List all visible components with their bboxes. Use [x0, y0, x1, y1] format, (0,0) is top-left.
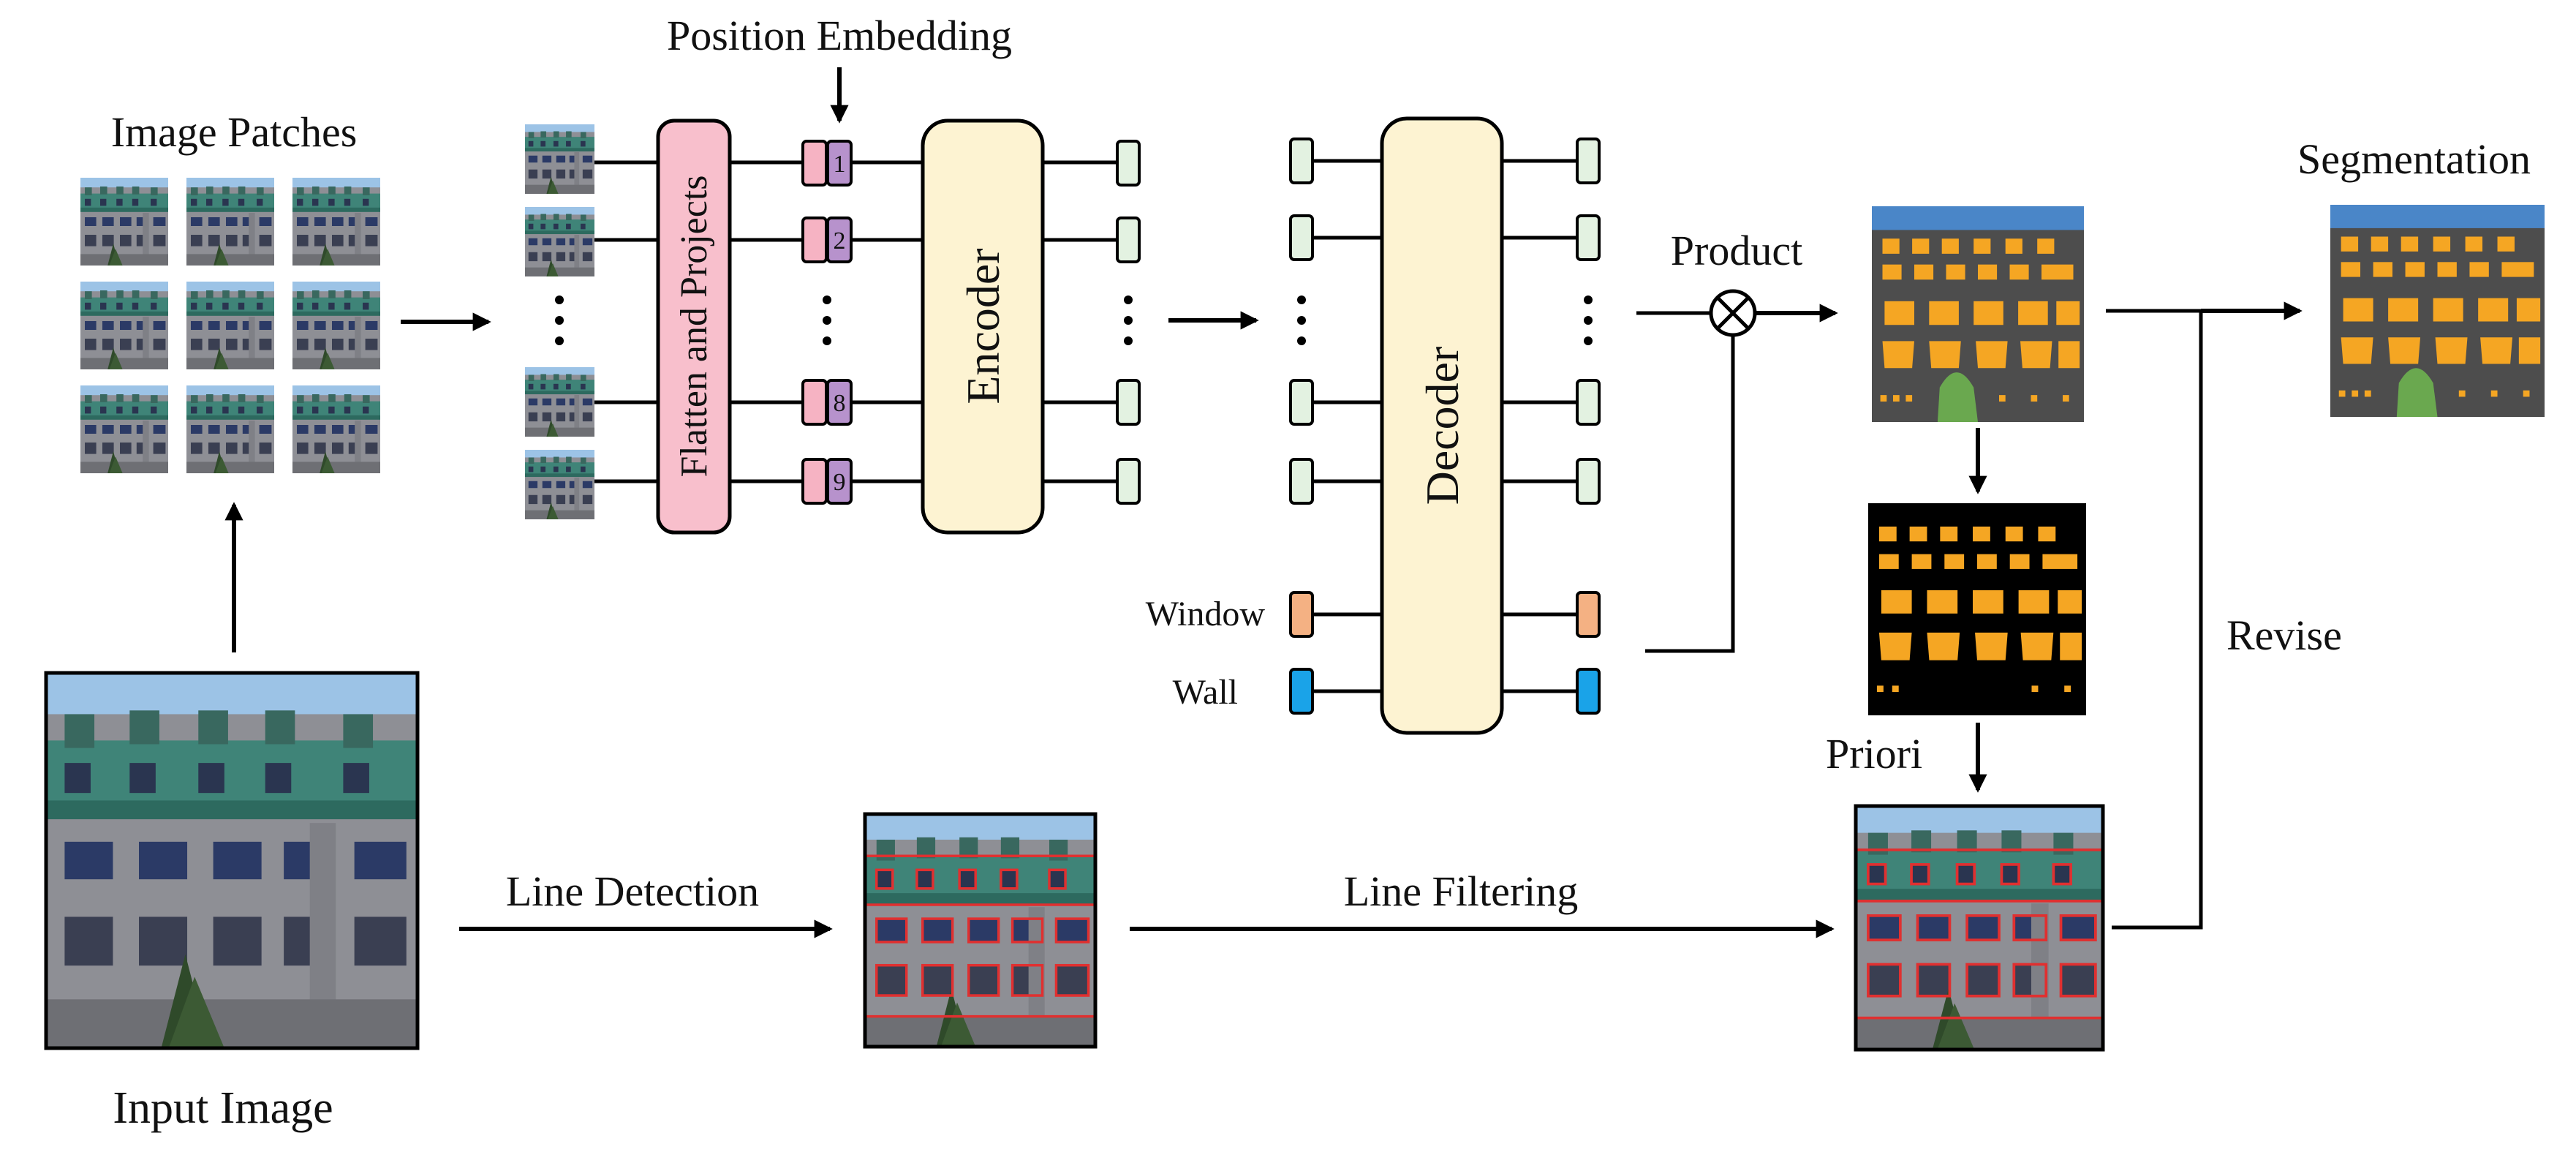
window-output-token	[1576, 591, 1601, 638]
input-image	[44, 671, 420, 1050]
position-index: 9	[834, 469, 846, 496]
line-detection-image	[863, 812, 1098, 1049]
position-token-2: 2	[801, 217, 853, 263]
position-index: 2	[834, 227, 846, 255]
position-embedding-label: Position Embedding	[667, 12, 1012, 59]
encoder-output-tokens	[1116, 140, 1141, 505]
final-segmentation-image	[2330, 205, 2545, 417]
decoder-block	[1380, 116, 1504, 735]
position-index: 1	[834, 151, 846, 178]
decoder-output-tokens	[1576, 138, 1601, 505]
line-detection-label: Line Detection	[506, 867, 759, 915]
line-filtering-label: Line Filtering	[1344, 867, 1579, 915]
position-token-8: 8	[801, 379, 853, 426]
wall-class-token	[1289, 668, 1314, 715]
revise-label: Revise	[2226, 611, 2342, 659]
priori-label: Priori	[1826, 730, 1922, 778]
position-token-1: 1	[801, 140, 853, 187]
window-mask-image	[1868, 503, 2086, 715]
ellipsis-icon	[1297, 295, 1306, 345]
position-token-9: 9	[801, 458, 853, 505]
ellipsis-icon	[1584, 295, 1593, 345]
product-label: Product	[1671, 227, 1802, 274]
revise-line	[2112, 311, 2203, 930]
window-label: Window	[1146, 595, 1266, 633]
flatten-projects-block	[656, 118, 732, 535]
encoder-block	[921, 118, 1045, 535]
input-image-label: Input Image	[113, 1083, 333, 1133]
filtered-lines-image	[1854, 804, 2105, 1052]
multiply-circle-icon	[1709, 289, 1757, 337]
wall-label: Wall	[1173, 673, 1238, 712]
image-patches-label: Image Patches	[111, 108, 358, 156]
window-to-product-line	[1645, 335, 1735, 653]
ellipsis-icon	[823, 295, 831, 345]
position-index: 8	[834, 390, 846, 417]
ellipsis-icon	[1124, 295, 1133, 345]
segmentation-label: Segmentation	[2297, 135, 2531, 183]
ellipsis-icon	[555, 295, 564, 345]
image-patch-grid	[80, 178, 380, 473]
decoder-label: Decoder	[1416, 347, 1468, 505]
window-class-token	[1289, 591, 1314, 638]
encoder-label: Encoder	[957, 248, 1009, 404]
wall-output-token	[1576, 668, 1601, 715]
flatten-projects-label: Flatten and Projects	[673, 175, 715, 477]
segmentation-result-image	[1872, 206, 2084, 422]
